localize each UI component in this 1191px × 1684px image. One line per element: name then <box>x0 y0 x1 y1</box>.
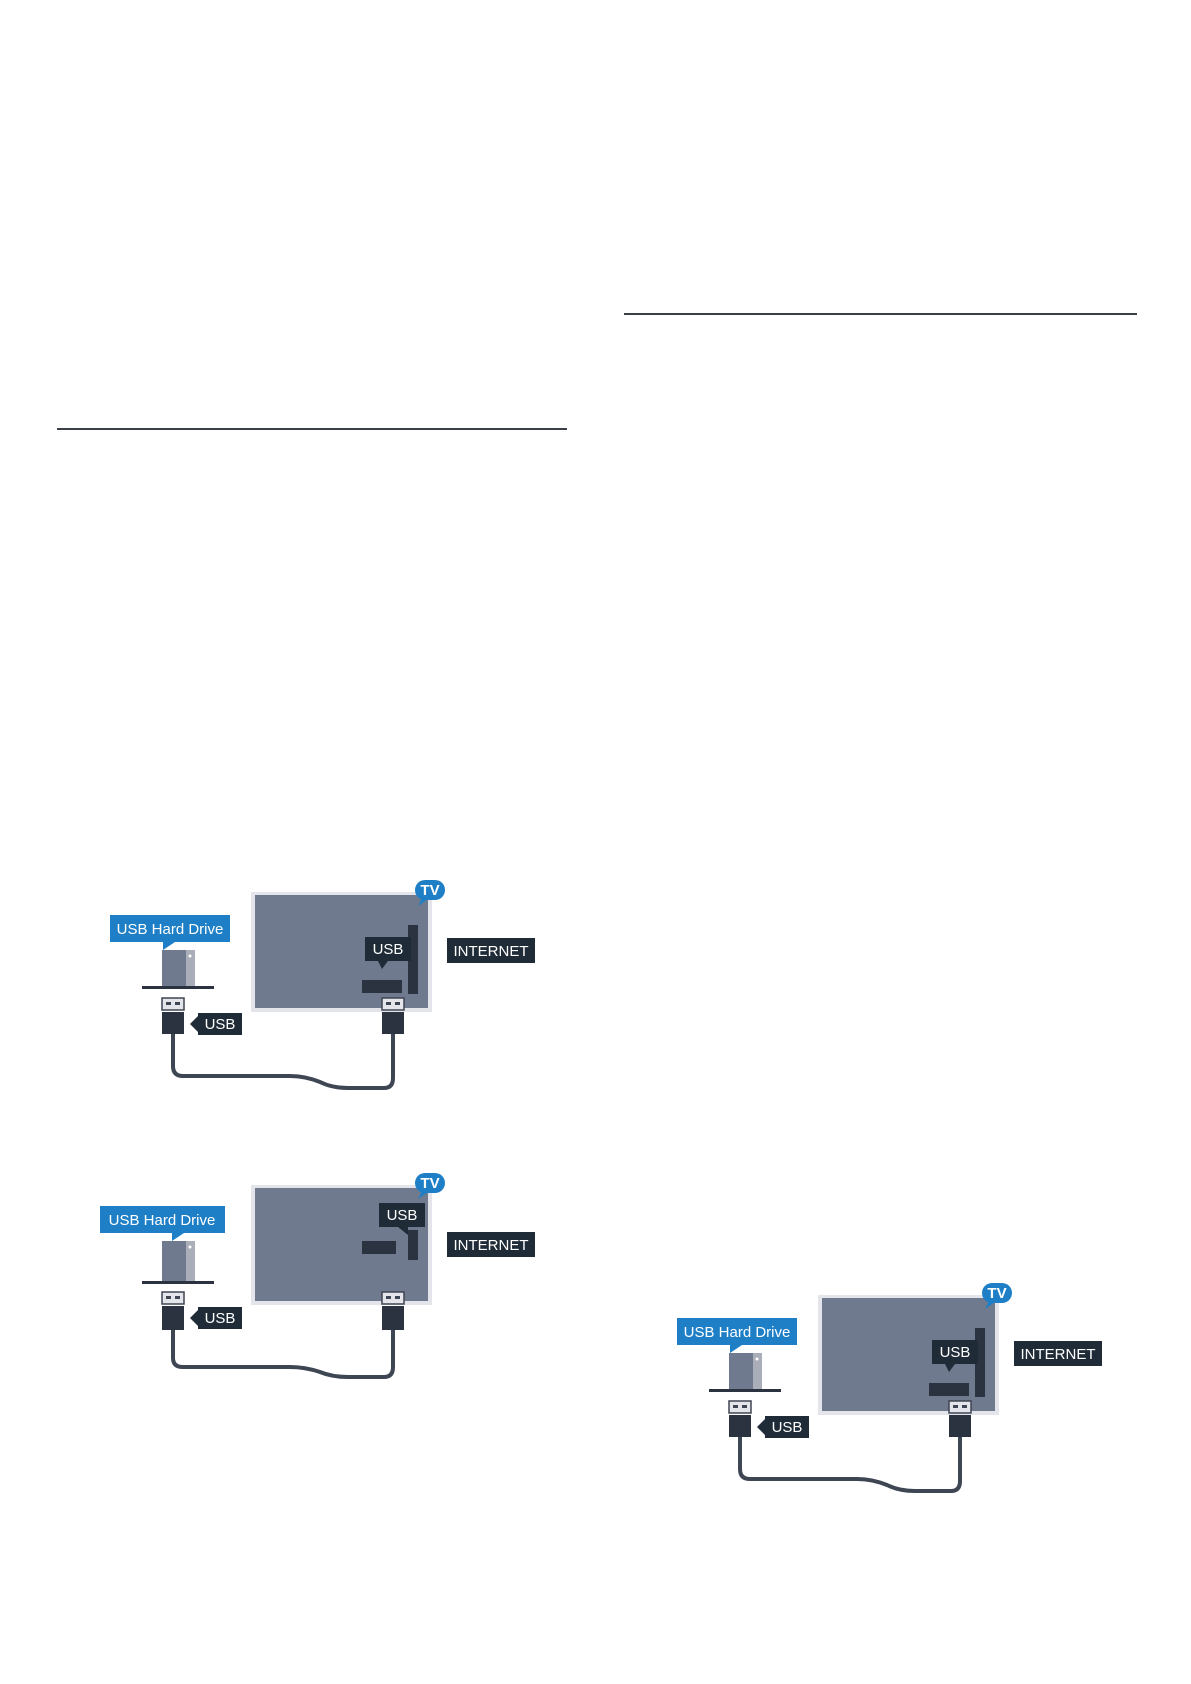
tv-usb-callout: USB <box>365 937 411 969</box>
usb-plug-left <box>161 997 185 1034</box>
usb-plug-right <box>381 997 405 1034</box>
tv-badge: TV <box>982 1283 1012 1309</box>
usb-hdd-connection-diagram-2: TV USB INTERNET USB Hard Drive <box>100 1170 550 1410</box>
cable-usb-callout: USB <box>190 1013 242 1035</box>
cable-usb-callout: USB <box>757 1416 809 1438</box>
usb-plug-left <box>161 1291 185 1330</box>
cable-usb-label: USB <box>205 1310 236 1327</box>
hard-drive-led <box>755 1357 759 1361</box>
internet-label-box <box>447 1232 535 1257</box>
hard-drive-callout: USB Hard Drive <box>677 1318 797 1353</box>
tv-badge: TV <box>415 880 445 906</box>
internet-label-box <box>447 938 535 963</box>
tv-usb-port <box>362 980 402 993</box>
connection-illustration: TV USB INTERNET USB Hard Drive <box>677 1283 1102 1493</box>
hard-drive-side <box>186 1241 195 1281</box>
tv-side-port-strip <box>975 1328 985 1397</box>
hard-drive-label: USB Hard Drive <box>117 921 224 938</box>
tv-label: TV <box>987 1285 1006 1302</box>
tv-side-port-strip <box>408 1230 418 1260</box>
usb-cable <box>738 1437 962 1493</box>
usb-cable <box>171 1034 395 1090</box>
tv-usb-port-label: USB <box>940 1344 971 1361</box>
hard-drive-callout: USB Hard Drive <box>110 915 230 950</box>
internet-label: INTERNET <box>454 943 529 960</box>
internet-label: INTERNET <box>1021 1346 1096 1363</box>
internet-label: INTERNET <box>454 1237 529 1254</box>
cable-usb-label: USB <box>772 1419 803 1436</box>
tv-usb-port-label: USB <box>373 941 404 958</box>
usb-hdd-connection-diagram-1: TV USB INTERNET USB Hard Drive <box>100 880 550 1120</box>
tv-usb-callout: USB <box>932 1340 978 1372</box>
usb-plug-right <box>381 1291 405 1330</box>
tv-usb-port <box>362 1241 396 1254</box>
cable-usb-label: USB <box>205 1016 236 1033</box>
hard-drive-side <box>186 950 195 986</box>
tv-usb-port <box>929 1383 969 1396</box>
usb-cable <box>171 1330 395 1379</box>
hard-drive-led <box>188 1245 192 1249</box>
hard-drive-side <box>753 1353 762 1389</box>
internet-label-box <box>1014 1341 1102 1366</box>
cable-usb-callout: USB <box>190 1307 242 1329</box>
tv-label: TV <box>420 882 439 899</box>
hard-drive-stand <box>142 1281 214 1284</box>
usb-hdd-connection-diagram-3: TV USB INTERNET USB Hard Drive <box>667 1283 1117 1523</box>
hard-drive-body <box>729 1353 753 1389</box>
tv-usb-port-label: USB <box>387 1207 418 1224</box>
tv-side-port-strip <box>408 925 418 994</box>
connection-illustration: TV USB INTERNET USB Hard Drive <box>110 880 535 1090</box>
section-divider-left <box>57 428 567 430</box>
hard-drive-led <box>188 954 192 958</box>
hard-drive-body <box>162 950 186 986</box>
tv-label: TV <box>420 1175 439 1192</box>
hard-drive-callout: USB Hard Drive <box>100 1206 225 1241</box>
usb-plug-left <box>728 1400 752 1437</box>
connection-illustration: TV USB INTERNET USB Hard Drive <box>100 1173 535 1379</box>
usb-plug-right <box>948 1400 972 1437</box>
tv-badge: TV <box>415 1173 445 1199</box>
tv-usb-callout: USB <box>379 1203 425 1235</box>
hard-drive-label: USB Hard Drive <box>684 1324 791 1341</box>
hard-drive-body <box>162 1241 186 1281</box>
hard-drive-label: USB Hard Drive <box>109 1212 216 1229</box>
hard-drive-stand <box>142 986 214 989</box>
section-divider-right <box>624 313 1137 315</box>
hard-drive-stand <box>709 1389 781 1392</box>
